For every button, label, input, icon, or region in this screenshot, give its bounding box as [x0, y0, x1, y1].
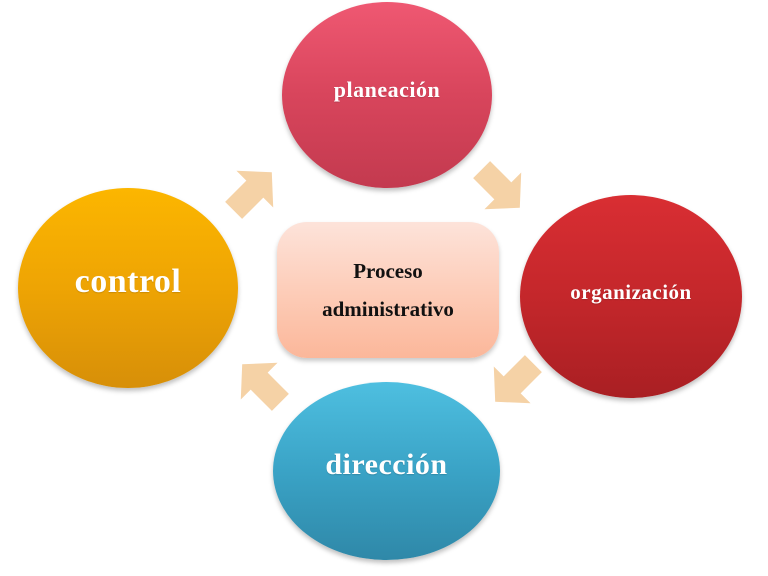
node-organizacion-label: organización: [570, 280, 692, 304]
node-control-label: control: [74, 263, 182, 300]
node-planeacion: planeación: [282, 2, 492, 188]
node-control: control: [18, 188, 238, 388]
center-box-proceso-administrativo: Proceso administrativo: [277, 222, 499, 358]
center-title-line1: Proceso: [353, 259, 423, 283]
node-planeacion-label: planeación: [333, 77, 441, 102]
center-title-line2: administrativo: [322, 297, 454, 321]
node-direccion-label: dirección: [325, 448, 448, 481]
node-direccion: dirección: [273, 382, 500, 560]
node-organizacion: organización: [520, 195, 742, 398]
